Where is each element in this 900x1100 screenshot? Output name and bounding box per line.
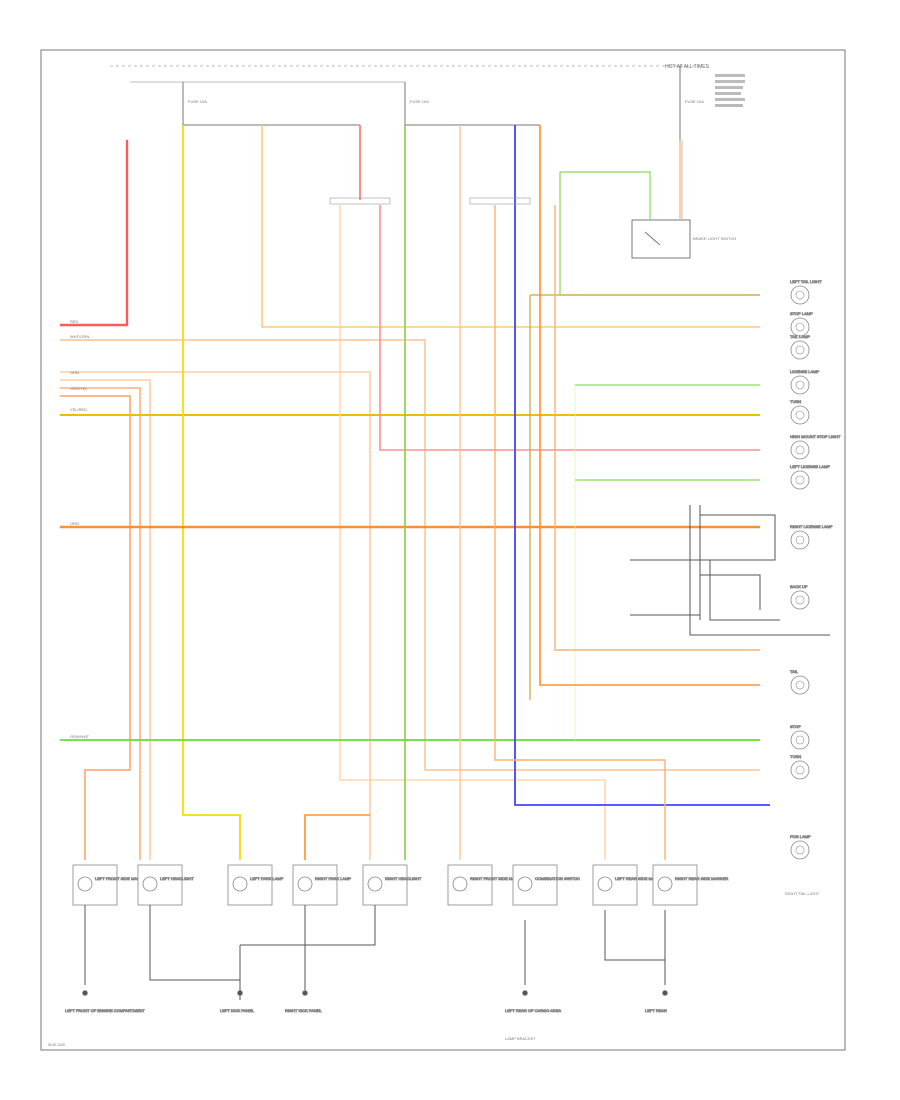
- wire-lt-orange-1: [261, 125, 760, 328]
- right-switch-network: [630, 505, 830, 636]
- diagram-frame: [40, 49, 846, 1051]
- bottom-component-2: LEFT HEADLIGHT: [137, 864, 195, 906]
- wire-tan-1: [60, 371, 371, 860]
- footer-center: LAMP BRACKET: [505, 1036, 536, 1041]
- brake-relay: BRAKE LIGHT SWITCH: [631, 219, 736, 259]
- wire-tan-5: [339, 205, 606, 860]
- bottom-component-3: LEFT PARK LAMP: [227, 864, 284, 906]
- fuse-3: FUSE 10A: [679, 66, 704, 140]
- connector-left: [329, 197, 391, 205]
- ground-label: LEFT KICK PANEL: [220, 1008, 255, 1013]
- bottom-component-label: LEFT REAR SIDE MARKER: [615, 876, 666, 881]
- bottom-components: LEFT FRONT SIDE MARKER LEFT HEADLIGHT LEFT…: [65, 864, 729, 1013]
- right-component-label: RIGHT LICENSE LAMP: [790, 524, 833, 529]
- footer-left: W-IE-200: [48, 1042, 66, 1047]
- right-component-label: HIGH MOUNT STOP LIGHT: [790, 434, 841, 439]
- right-component-7: LEFT LICENSE LAMP: [790, 464, 831, 490]
- bottom-component-label: RIGHT REAR SIDE MARKER: [675, 876, 728, 881]
- bottom-component-9: RIGHT REAR SIDE MARKER: [652, 864, 729, 906]
- right-component-6: HIGH MOUNT STOP LIGHT: [790, 434, 841, 460]
- bottom-component-5: RIGHT HEADLIGHT: [362, 864, 422, 906]
- bottom-component-label: LEFT FRONT SIDE MARKER: [95, 876, 148, 881]
- right-component-label: TURN: [790, 754, 801, 759]
- wire-tan-2: [60, 379, 151, 860]
- relay-label: BRAKE LIGHT SWITCH: [693, 236, 736, 241]
- left-label-wht-grn: WHT/GRN: [70, 334, 89, 339]
- bottom-component-4: RIGHT PARK LAMP: [292, 864, 352, 906]
- fuse-1-label: FUSE 10A: [188, 99, 207, 104]
- left-label-orn: ORN: [70, 521, 79, 526]
- right-component-label: STOP: [790, 724, 801, 729]
- right-component-label: STOP LAMP: [790, 311, 813, 316]
- ground-1: LEFT FRONT OF ENGINE COMPARTMENT: [65, 990, 146, 1013]
- top-right-notes: [715, 74, 745, 107]
- wire-tan-4: [60, 395, 131, 860]
- left-label-red: RED: [70, 319, 79, 324]
- bottom-component-6: RIGHT FRONT SIDE MARKER: [447, 864, 526, 906]
- ground-label: LEFT FRONT OF ENGINE COMPARTMENT: [65, 1008, 145, 1013]
- ground-2: LEFT KICK PANEL: [220, 990, 255, 1013]
- bottom-component-1: LEFT FRONT SIDE MARKER: [72, 864, 149, 906]
- bottom-ground-network: [84, 905, 666, 1000]
- bottom-right-label: RIGHT TAIL LIGHT: [785, 891, 820, 896]
- right-component-label: LEFT TAIL LIGHT: [790, 279, 822, 284]
- bottom-component-8: LEFT REAR SIDE MARKER: [592, 864, 666, 906]
- right-component-label: TAIL LAMP: [790, 334, 810, 339]
- ground-3: RIGHT KICK PANEL: [285, 990, 323, 1013]
- right-component-10: TAIL: [790, 669, 810, 695]
- right-component-8: RIGHT LICENSE LAMP: [790, 524, 833, 550]
- ground-label: LEFT REAR OF CARGO AREA: [505, 1008, 561, 1013]
- right-components: LEFT TAIL LIGHT STOP LAMP TAIL LAMP LICENSE…: [790, 279, 841, 860]
- ground-label: RIGHT KICK PANEL: [285, 1008, 323, 1013]
- right-component-label: TURN: [790, 399, 801, 404]
- right-component-label: LEFT LICENSE LAMP: [790, 464, 830, 469]
- bottom-component-label: RIGHT FRONT SIDE MARKER: [470, 876, 526, 881]
- wire-tan-3: [60, 387, 141, 860]
- bottom-component-label: RIGHT PARK LAMP: [315, 876, 351, 881]
- wire-tan-7: [554, 205, 760, 651]
- right-component-label: TAIL: [790, 669, 799, 674]
- right-component-5: TURN: [790, 399, 810, 425]
- fuse-2-label: FUSE 10A: [410, 99, 429, 104]
- right-component-12: TURN: [790, 754, 810, 780]
- connector-mid: [469, 197, 531, 205]
- right-component-9: BACK UP: [790, 584, 810, 610]
- wire-orange-park: [304, 814, 370, 860]
- right-component-11: STOP: [790, 724, 810, 750]
- right-component-label: LICENSE LAMP: [790, 369, 819, 374]
- fuse-2: FUSE 10A: [404, 82, 429, 125]
- bottom-component-7: COMBINATION SWITCH: [512, 864, 580, 906]
- bottom-component-label: RIGHT HEADLIGHT: [385, 876, 422, 881]
- left-label-yel-red: YEL/RED: [70, 407, 87, 412]
- wire-blue: [514, 125, 770, 806]
- left-label-grn: GRN: [70, 370, 79, 375]
- right-component-label: BACK UP: [790, 584, 808, 589]
- left-label-grn-yel: GRN/YEL: [70, 386, 88, 391]
- left-label-grn-wht: GRN/WHT: [70, 734, 90, 739]
- ground-5: LEFT REAR: [645, 990, 668, 1013]
- bottom-component-label: COMBINATION SWITCH: [535, 876, 580, 881]
- right-component-label: FOG LAMP: [790, 834, 811, 839]
- bottom-component-label: LEFT HEADLIGHT: [160, 876, 194, 881]
- fuse-1: FUSE 10A: [182, 82, 207, 125]
- fuse-3-label: FUSE 10A: [685, 99, 704, 104]
- wire-wht-grn: [60, 339, 760, 771]
- wire-orange-2: [539, 125, 760, 686]
- wire-tan-6: [494, 205, 666, 860]
- right-component-2: STOP LAMP: [790, 311, 813, 337]
- wire-red: [60, 140, 129, 327]
- wire-yellow-vertical: [182, 125, 241, 860]
- right-component-13: FOG LAMP: [790, 834, 811, 860]
- wire-pink-2: [379, 205, 760, 451]
- bottom-component-label: LEFT PARK LAMP: [250, 876, 284, 881]
- ground-4: LEFT REAR OF CARGO AREA: [505, 990, 562, 1013]
- right-component-1: LEFT TAIL LIGHT: [790, 279, 823, 305]
- right-component-4: LICENSE LAMP: [790, 369, 820, 395]
- ground-label: LEFT REAR: [645, 1008, 667, 1013]
- right-component-3: TAIL LAMP: [790, 334, 811, 360]
- title-right: HOT AT ALL TIMES: [665, 64, 710, 70]
